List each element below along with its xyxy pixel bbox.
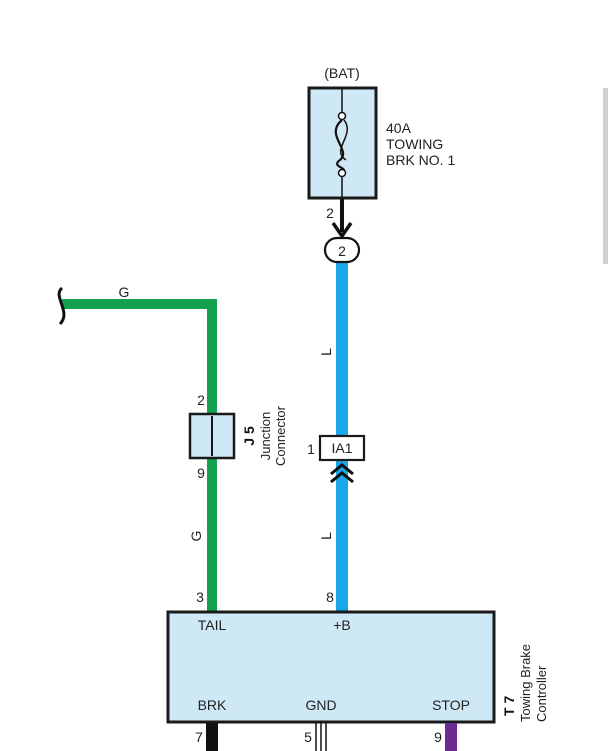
controller-name-line2: Controller (534, 665, 549, 722)
fuse-name-line2: BRK NO. 1 (386, 152, 455, 168)
pin-number-brk: 7 (195, 729, 203, 745)
junction-pin-in: 2 (197, 392, 205, 408)
fuse-rating: 40A (386, 120, 412, 136)
pin-label-plus-b: +B (333, 617, 351, 633)
connector-arrow-icon (331, 222, 353, 240)
junction-name-line1: Junction (258, 412, 273, 460)
pin-label-tail: TAIL (198, 617, 227, 633)
wire-color-g-top: G (119, 284, 130, 300)
pin-label-brk: BRK (198, 697, 227, 713)
controller-code: T 7 (501, 696, 517, 716)
scrollbar-remnant[interactable] (603, 88, 608, 264)
chevron-up-icon (330, 463, 354, 484)
inline-connector-pin: 1 (307, 441, 315, 457)
fuse-icon (334, 88, 348, 198)
battery-label: (BAT) (324, 65, 360, 81)
inline-connector (318, 434, 366, 462)
wire-color-l-top: L (318, 348, 334, 356)
towing-brake-controller (166, 610, 496, 724)
pin-number-tail: 3 (196, 589, 204, 605)
wire-color-g-bottom: G (188, 531, 204, 542)
pin-label-gnd: GND (305, 697, 336, 713)
fuse-pin-number: 2 (326, 205, 334, 221)
gnd-wire (315, 723, 327, 751)
pin-label-stop: STOP (432, 697, 470, 713)
wire-break-icon (57, 286, 66, 326)
controller-name-line1: Towing Brake (518, 644, 533, 722)
fuse-name-line1: TOWING (386, 136, 443, 152)
pin-number-gnd: 5 (304, 729, 312, 745)
green-wire (62, 299, 217, 612)
stop-wire (445, 723, 457, 751)
pin-number-plus-b: 8 (326, 589, 334, 605)
inline-connector-code: IA1 (331, 440, 352, 456)
brk-wire (206, 723, 218, 751)
fuse-connector-pin: 2 (338, 243, 346, 259)
junction-pin-out: 9 (197, 465, 205, 481)
junction-code: J 5 (241, 426, 257, 446)
wire-color-l-bottom: L (318, 532, 334, 540)
fuse-connector (323, 236, 361, 264)
pin-number-stop: 9 (434, 729, 442, 745)
junction-name-line2: Connector (273, 405, 288, 466)
